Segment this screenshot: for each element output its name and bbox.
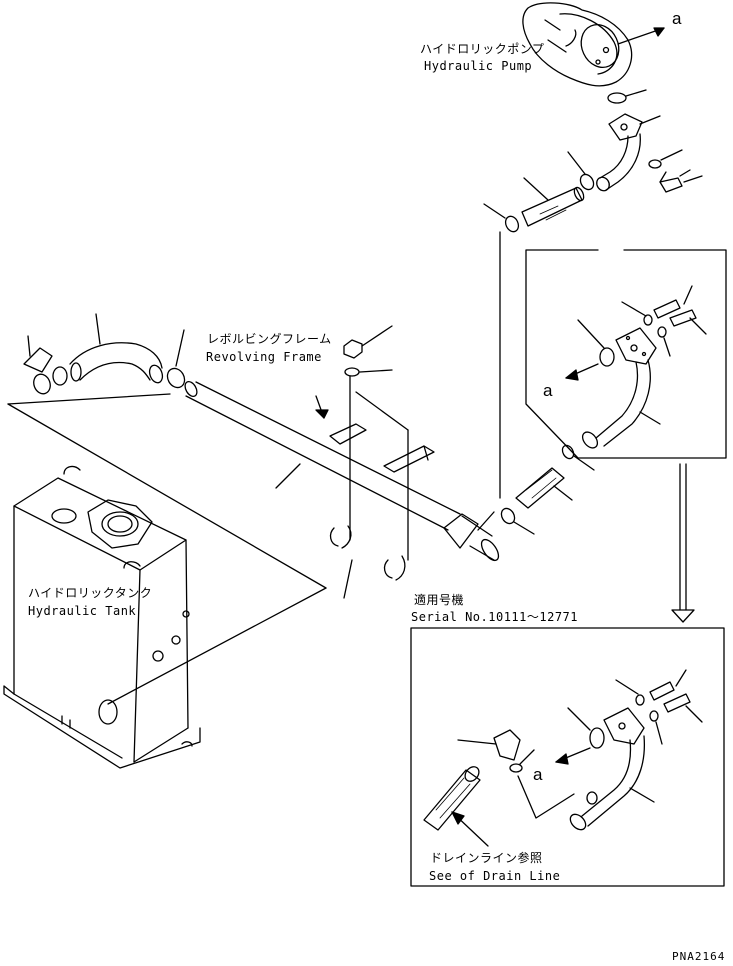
hose-middle bbox=[515, 467, 573, 509]
bolt-pump bbox=[659, 169, 703, 193]
serial-label-en: Serial No.10111〜12771 bbox=[411, 610, 578, 624]
hydraulic-pump-drawing bbox=[522, 2, 665, 87]
tank-label-jp: ハイドロリックタンク bbox=[28, 586, 153, 600]
washer bbox=[344, 367, 360, 377]
drawing-number: PNA2164 bbox=[672, 950, 726, 963]
o-ring-detail bbox=[599, 347, 615, 367]
drain-label-jp: ドレインライン参照 bbox=[430, 851, 543, 865]
hose-upper bbox=[521, 177, 585, 227]
pump-label-jp: ハイドロリックポンプ bbox=[420, 42, 545, 56]
drain-label-en: See of Drain Line bbox=[429, 869, 561, 883]
elbow-pipe-pump bbox=[596, 113, 661, 192]
serial-label-jp: 適用号機 bbox=[414, 593, 465, 607]
o-ring-pump bbox=[607, 92, 627, 104]
serial-variant-box bbox=[410, 627, 725, 887]
tank-label-en: Hydraulic Tank bbox=[28, 604, 137, 618]
callout-a-variant: a bbox=[533, 765, 543, 784]
detail-box-frame bbox=[525, 249, 727, 459]
callout-a-detail: a bbox=[543, 381, 553, 400]
flange-elbow-variant bbox=[569, 707, 655, 831]
pump-label-en: Hydraulic Pump bbox=[424, 59, 533, 73]
flange-elbow-detail bbox=[581, 327, 661, 449]
callout-a-pump: a bbox=[672, 9, 682, 28]
frame-label-jp: レボルビングフレーム bbox=[207, 332, 332, 346]
long-suction-pipe bbox=[184, 380, 500, 562]
elbow-fitting bbox=[493, 729, 521, 761]
hydraulic-tank-drawing bbox=[3, 465, 201, 769]
revolving-frame-brackets bbox=[315, 375, 435, 599]
hose-left bbox=[69, 313, 164, 384]
frame-label-en: Revolving Frame bbox=[206, 350, 322, 364]
drain-hose bbox=[423, 766, 489, 847]
nut bbox=[343, 339, 363, 359]
